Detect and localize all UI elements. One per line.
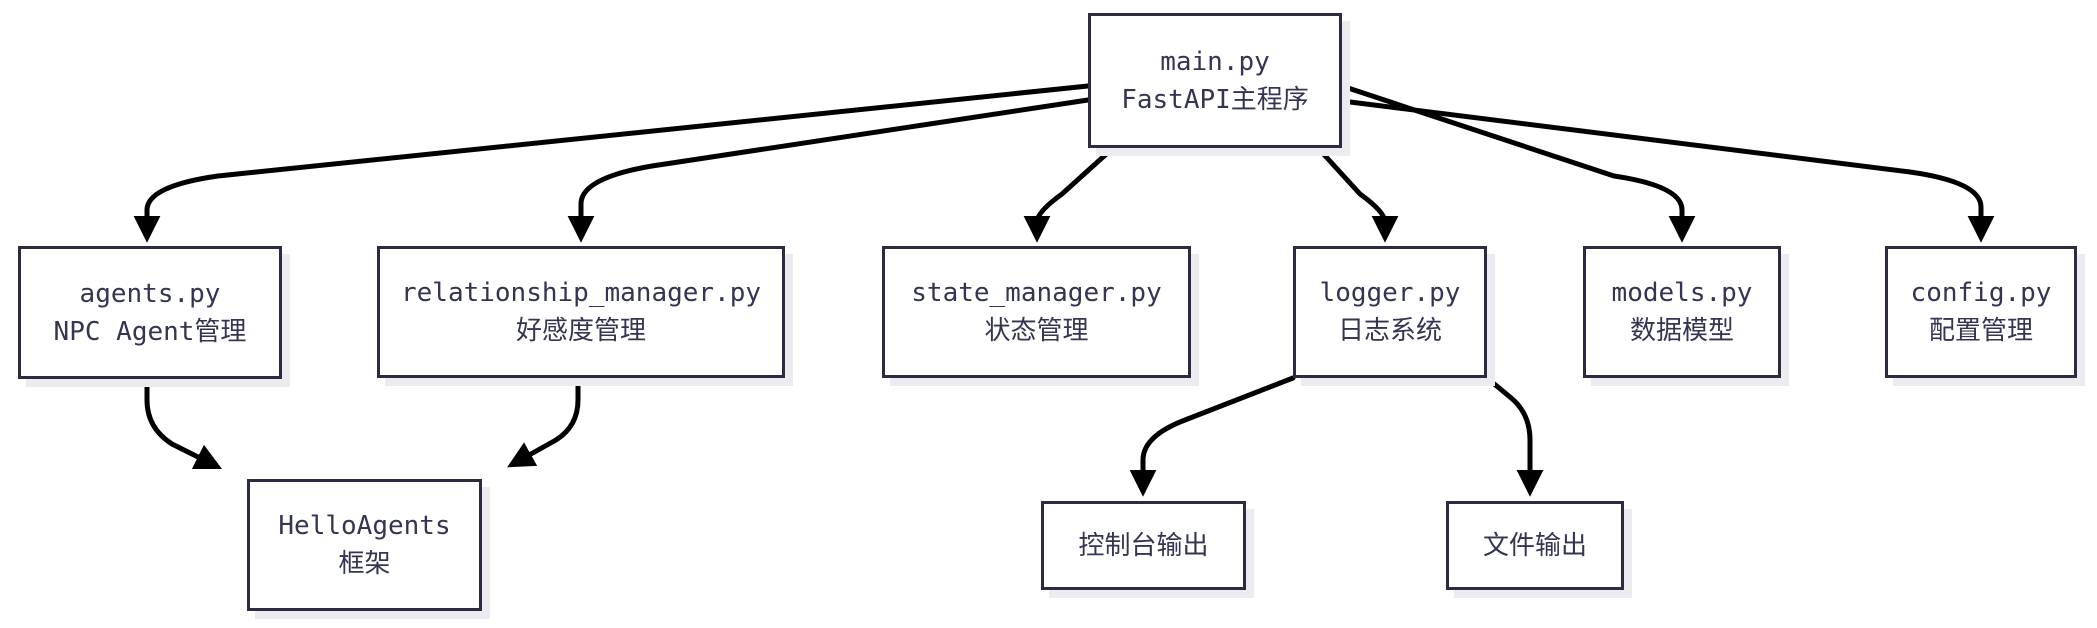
node-console-output-label: 控制台输出	[1078, 530, 1209, 561]
edge-logger-to-console	[1129, 375, 1296, 497]
node-file-output: 文件输出	[1446, 501, 1624, 590]
node-state-manager-py-filename: state_manager.py	[911, 278, 1162, 308]
node-agents-py-filename: agents.py	[79, 278, 221, 309]
edge-main-to-models	[1339, 83, 1696, 243]
node-logger-py: logger.py 日志系统	[1293, 246, 1487, 378]
node-models-py: models.py 数据模型	[1583, 246, 1781, 378]
node-config-py: config.py 配置管理	[1885, 246, 2077, 378]
node-config-py-role: 配置管理	[1928, 316, 2033, 346]
edge-agents-to-helloagents	[144, 376, 223, 470]
node-main-py: main.py FastAPI主程序	[1088, 13, 1342, 148]
edge-main-to-relationship	[567, 97, 1091, 243]
node-main-py-role: FastAPI主程序	[1121, 84, 1309, 115]
node-state-manager-py-role: 状态管理	[984, 316, 1089, 346]
edge-main-to-config	[1339, 98, 1995, 243]
node-main-py-filename: main.py	[1160, 46, 1270, 77]
node-models-py-role: 数据模型	[1629, 316, 1734, 346]
node-file-output-label: 文件输出	[1482, 530, 1587, 561]
node-helloagents-framework-role: 框架	[338, 549, 391, 579]
node-helloagents-framework-name: HelloAgents	[278, 511, 451, 541]
edge-main-to-logger	[1315, 145, 1399, 243]
edge-relationship-to-helloagents	[507, 376, 581, 468]
node-relationship-manager-py: relationship_manager.py 好感度管理	[377, 246, 785, 378]
node-state-manager-py: state_manager.py 状态管理	[882, 246, 1191, 378]
node-logger-py-role: 日志系统	[1337, 316, 1442, 346]
node-helloagents-framework: HelloAgents 框架	[247, 479, 482, 611]
node-config-py-filename: config.py	[1910, 278, 2052, 308]
edge-logger-to-file	[1484, 375, 1544, 497]
node-logger-py-filename: logger.py	[1319, 278, 1461, 308]
edge-main-to-state	[1023, 145, 1116, 243]
node-agents-py: agents.py NPC Agent管理	[18, 246, 282, 379]
edge-main-to-agents	[133, 83, 1091, 243]
node-console-output: 控制台输出	[1041, 501, 1246, 590]
node-relationship-manager-py-filename: relationship_manager.py	[400, 278, 762, 308]
node-models-py-filename: models.py	[1611, 278, 1753, 308]
node-agents-py-role: NPC Agent管理	[53, 316, 247, 347]
node-relationship-manager-py-role: 好感度管理	[515, 316, 646, 346]
